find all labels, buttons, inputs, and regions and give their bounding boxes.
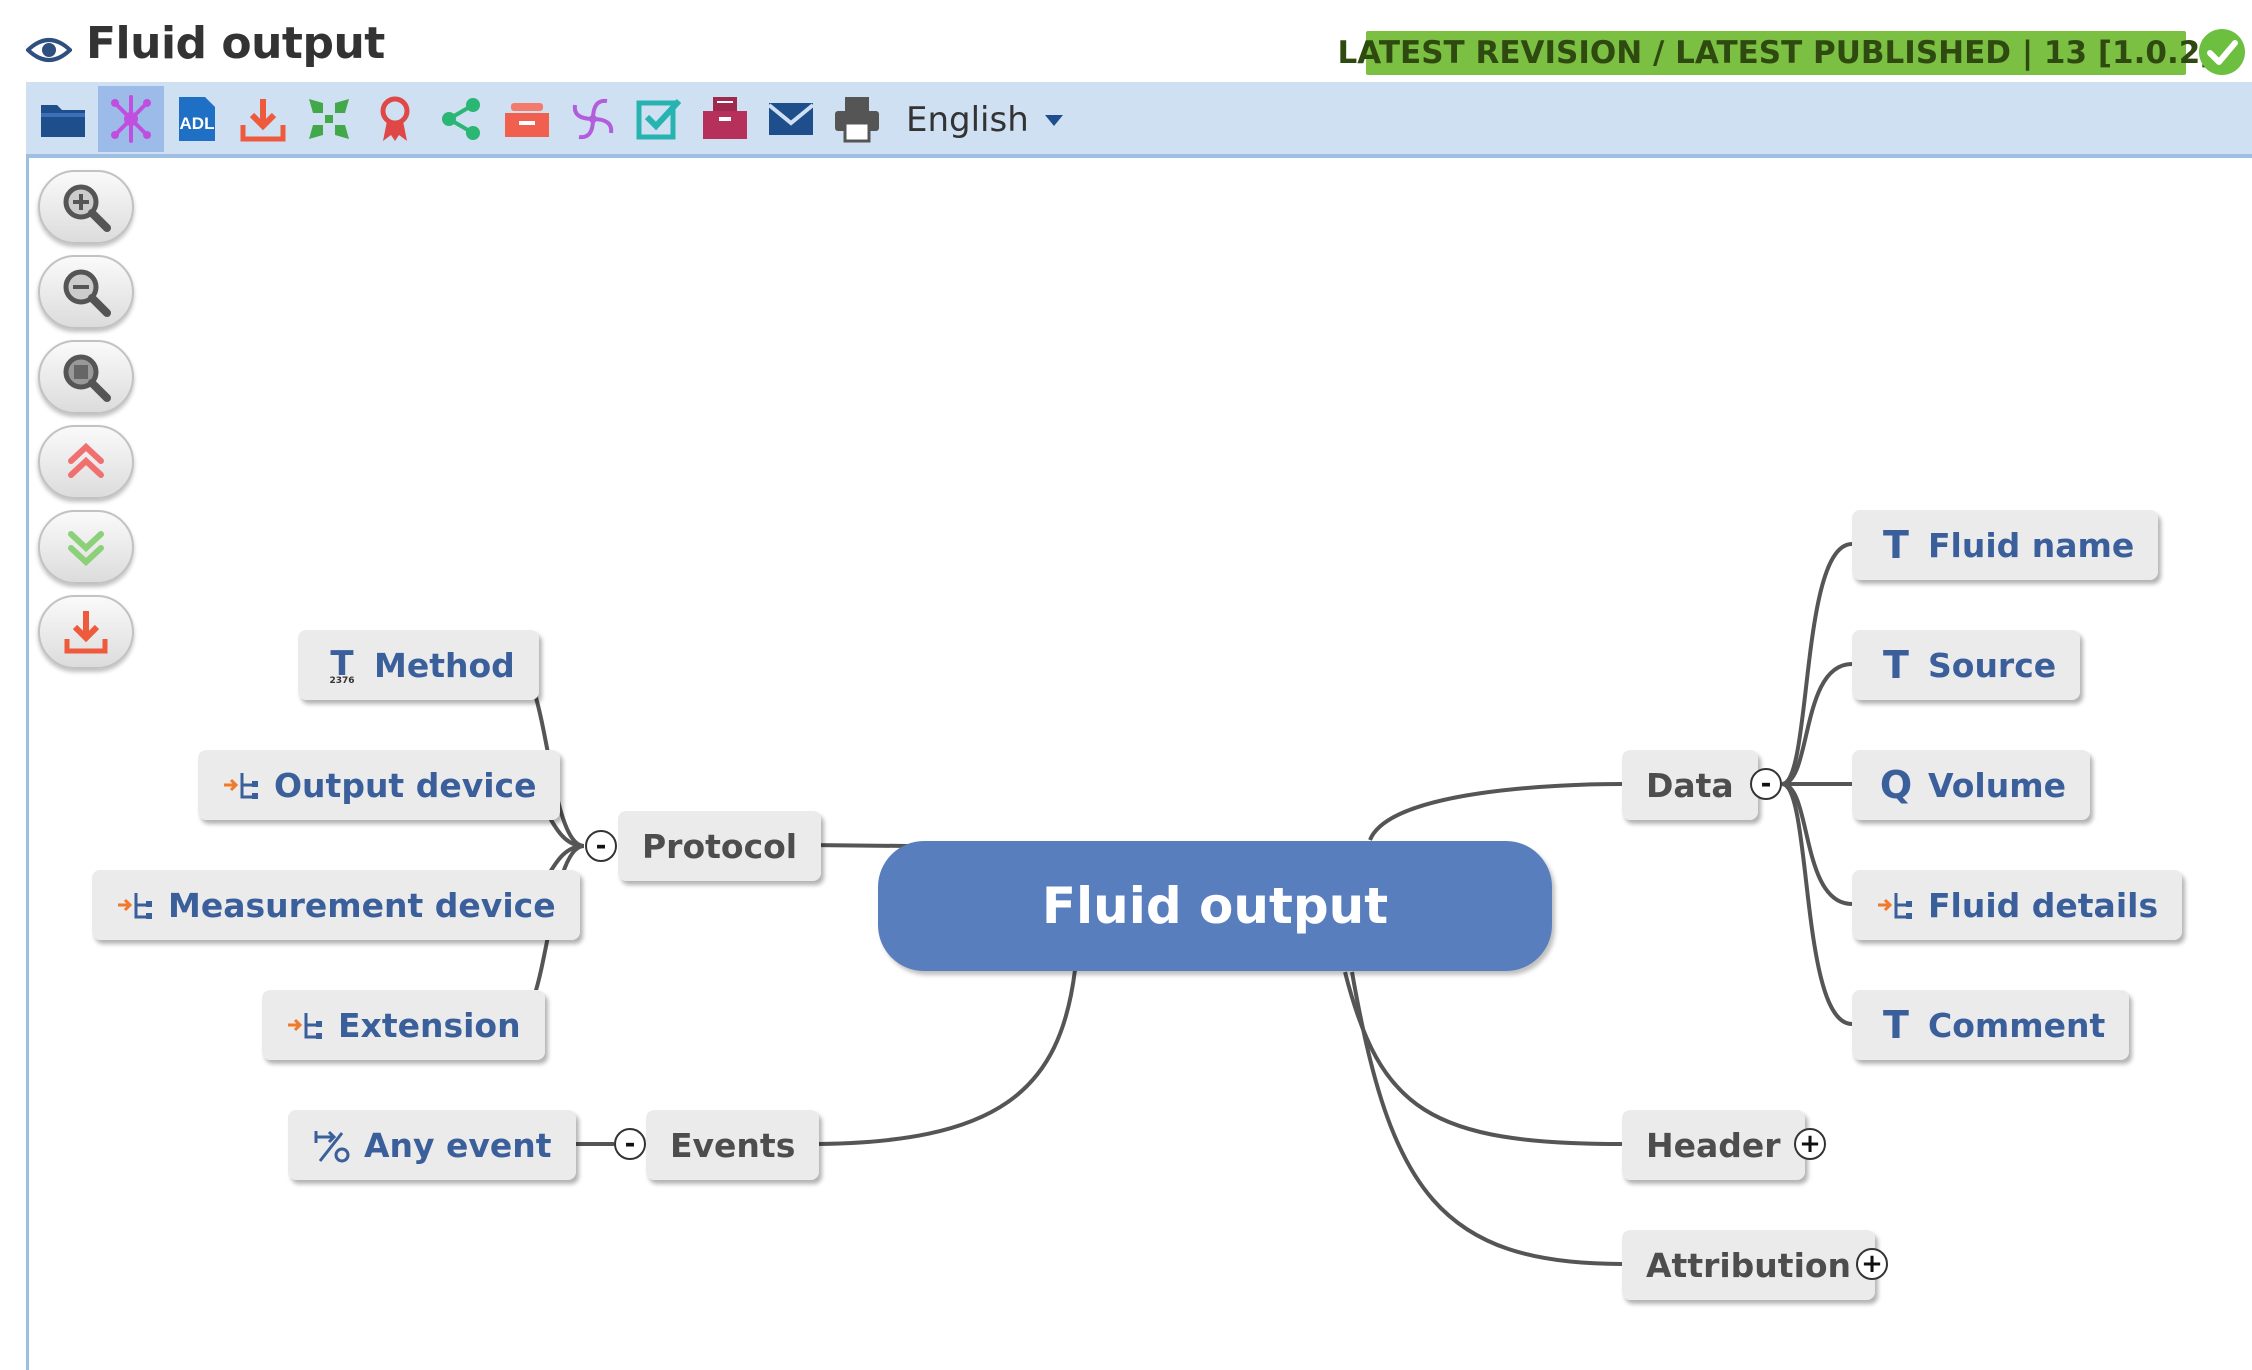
caret-down-icon [1044, 114, 1063, 126]
award-button[interactable] [362, 86, 428, 152]
svg-text:T: T [330, 645, 354, 684]
zoom-fit-button[interactable] [38, 340, 134, 414]
fluid-name-node[interactable]: T Fluid name [1852, 510, 2159, 580]
protocol-label: Protocol [642, 826, 798, 866]
collapse-all-icon [68, 442, 104, 478]
folder-button[interactable] [30, 86, 96, 152]
zoom-out-icon [63, 269, 111, 317]
header-node[interactable]: Header [1622, 1110, 1805, 1180]
collapse-arrows-icon [309, 99, 349, 139]
fluid-name-label: Fluid name [1928, 525, 2135, 565]
header-expand-toggle[interactable]: + [1794, 1128, 1826, 1160]
language-select[interactable]: English [906, 96, 1063, 144]
share-button[interactable] [428, 86, 494, 152]
any-event-node[interactable]: Any event [288, 1110, 576, 1180]
output-device-node[interactable]: Output device [198, 750, 561, 820]
eye-icon[interactable] [26, 30, 72, 70]
zoom-in-icon [63, 184, 111, 232]
measurement-device-label: Measurement device [168, 885, 556, 925]
published-check-icon [2199, 29, 2245, 75]
attribution-expand-toggle[interactable]: + [1856, 1248, 1888, 1280]
archive-button[interactable] [692, 86, 758, 152]
zoom-out-button[interactable] [38, 255, 134, 329]
data-collapse-toggle[interactable]: - [1750, 768, 1782, 800]
comment-node[interactable]: T Comment [1852, 990, 2130, 1060]
comment-label: Comment [1928, 1005, 2106, 1045]
fluid-details-label: Fluid details [1928, 885, 2159, 925]
slot-icon [286, 1005, 326, 1045]
print-button[interactable] [824, 86, 890, 152]
mindmap-view-button[interactable] [98, 86, 164, 152]
data-node[interactable]: Data [1622, 750, 1758, 820]
download-button[interactable] [230, 86, 296, 152]
award-ribbon-icon [380, 96, 410, 141]
output-device-label: Output device [274, 765, 537, 805]
share-icon [442, 98, 480, 140]
extension-label: Extension [338, 1005, 521, 1045]
attribution-node[interactable]: Attribution [1622, 1230, 1876, 1300]
source-label: Source [1928, 645, 2057, 685]
pinwheel-icon [572, 98, 614, 140]
fluid-details-node[interactable]: Fluid details [1852, 870, 2183, 940]
expand-all-icon [68, 531, 104, 567]
page-title: Fluid output [86, 18, 385, 69]
attribution-label: Attribution [1646, 1245, 1852, 1285]
method-label: Method [374, 645, 515, 685]
protocol-collapse-toggle[interactable]: - [585, 830, 617, 862]
expand-all-button[interactable] [38, 510, 134, 584]
adl-button[interactable]: ADL [164, 86, 230, 152]
pinwheel-button[interactable] [560, 86, 626, 152]
adl-icon: ADL [179, 97, 215, 141]
folder-icon [41, 105, 85, 137]
language-label: English [906, 100, 1029, 140]
inbox-button[interactable] [494, 86, 560, 152]
canvas-left-border [26, 158, 29, 1370]
events-label: Events [670, 1125, 796, 1165]
header-label: Header [1646, 1125, 1781, 1165]
volume-label: Volume [1928, 765, 2066, 805]
svg-text:ADL: ADL [180, 114, 215, 133]
zoom-in-button[interactable] [38, 170, 134, 244]
data-label: Data [1646, 765, 1734, 805]
slot-icon [1876, 885, 1916, 925]
archive-box-icon [703, 97, 747, 139]
extension-node[interactable]: Extension [262, 990, 545, 1060]
event-icon [312, 1125, 352, 1165]
title-bar: Fluid output LATEST REVISION / LATEST PU… [0, 0, 2252, 82]
download-icon [240, 99, 286, 142]
source-node[interactable]: T Source [1852, 630, 2081, 700]
center-node[interactable]: Fluid output [878, 841, 1552, 971]
mail-button[interactable] [758, 86, 824, 152]
events-node[interactable]: Events [646, 1110, 820, 1180]
mail-icon [767, 103, 815, 135]
protocol-node[interactable]: Protocol [618, 811, 822, 881]
inbox-tray-icon [505, 103, 549, 137]
zoom-fit-icon [63, 354, 111, 402]
text-icon: T [1883, 523, 1909, 567]
validate-button[interactable] [626, 86, 692, 152]
svg-text:2376: 2376 [329, 676, 354, 685]
checkbox-icon [636, 98, 682, 140]
mindmap-icon [111, 95, 151, 143]
any-event-label: Any event [364, 1125, 552, 1165]
text-icon: T [1883, 643, 1909, 687]
quantity-q-icon: Q [1879, 763, 1913, 807]
collapse-button[interactable] [296, 86, 362, 152]
text-icon: T [1883, 1003, 1909, 1047]
collapse-all-button[interactable] [38, 425, 134, 499]
measurement-device-node[interactable]: Measurement device [92, 870, 580, 940]
export-icon [64, 611, 108, 654]
slot-icon [222, 765, 262, 805]
slot-icon [116, 885, 156, 925]
revision-status-badge: LATEST REVISION / LATEST PUBLISHED | 13 … [1338, 31, 2214, 75]
export-button[interactable] [38, 595, 134, 669]
printer-icon [835, 97, 879, 143]
events-collapse-toggle[interactable]: - [614, 1128, 646, 1160]
toolbar: ADL English [26, 82, 2252, 158]
volume-node[interactable]: Q Volume [1852, 750, 2090, 820]
